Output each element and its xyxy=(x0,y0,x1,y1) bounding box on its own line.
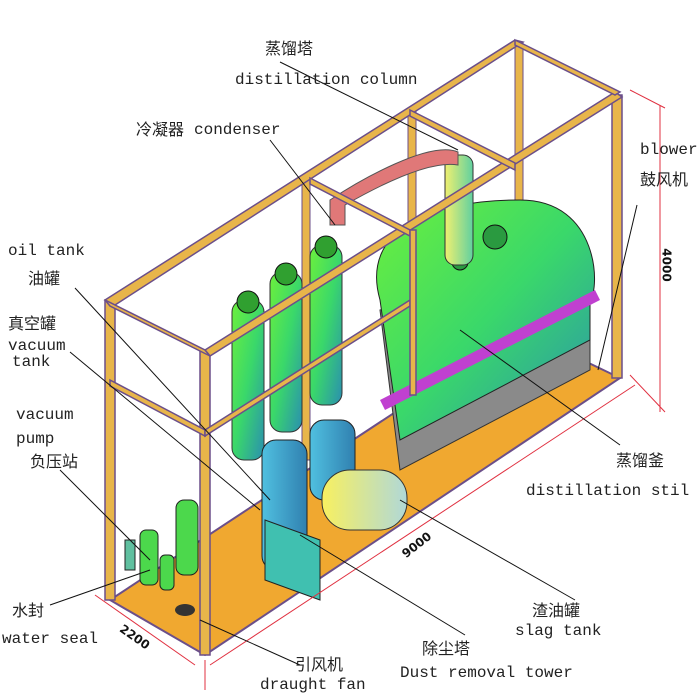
slag-tank xyxy=(321,469,408,531)
vacuum-pump-label-en1: vacuum xyxy=(16,406,74,424)
height-dimension: 4000 xyxy=(659,248,674,282)
condenser-label-zh: 冷凝器 xyxy=(136,120,185,139)
blower-label-en: blower xyxy=(640,141,698,159)
oil-tank-label-en: oil tank xyxy=(8,242,85,260)
water-seal-label-zh: 水封 xyxy=(12,601,45,620)
vacuum-pump-station xyxy=(124,499,199,616)
dust-removal-tower-label-zh: 除尘塔 xyxy=(422,639,471,658)
blower-label-zh: 鼓风机 xyxy=(640,170,689,189)
distillation-column-label-en: distillation column xyxy=(235,71,418,89)
distillation-column xyxy=(329,149,474,266)
vacuum-tank-label-en1: vacuum xyxy=(8,337,66,355)
vacuum-tank-label-zh: 真空罐 xyxy=(8,314,57,333)
distillation-column-label-zh: 蒸馏塔 xyxy=(265,39,314,58)
slag-tank-label-en: slag tank xyxy=(515,622,602,640)
oil-tank-label-zh: 油罐 xyxy=(28,269,61,288)
dimension-lines xyxy=(94,89,666,690)
water-seal-label-en: water seal xyxy=(2,630,99,648)
vacuum-tank-label-en2: tank xyxy=(12,353,51,371)
vacuum-pump-label-zh: 负压站 xyxy=(30,452,79,471)
condenser-label-en: condenser xyxy=(194,121,281,139)
draught-fan-label-zh: 引风机 xyxy=(295,655,344,674)
leader-lines xyxy=(49,61,638,666)
draught-fan-label-en: draught fan xyxy=(260,676,366,694)
dust-removal-tower-label-en: Dust removal tower xyxy=(400,664,573,682)
distillation-still-label-zh: 蒸馏釜 xyxy=(616,451,665,470)
frame-front xyxy=(103,38,624,656)
vacuum-pump-label-en2: pump xyxy=(16,430,55,448)
box-base xyxy=(264,519,321,601)
distillation-still xyxy=(376,199,600,471)
distillation-still-label-en: distillation stil xyxy=(526,482,690,500)
slag-tank-label-zh: 渣油罐 xyxy=(532,601,581,620)
